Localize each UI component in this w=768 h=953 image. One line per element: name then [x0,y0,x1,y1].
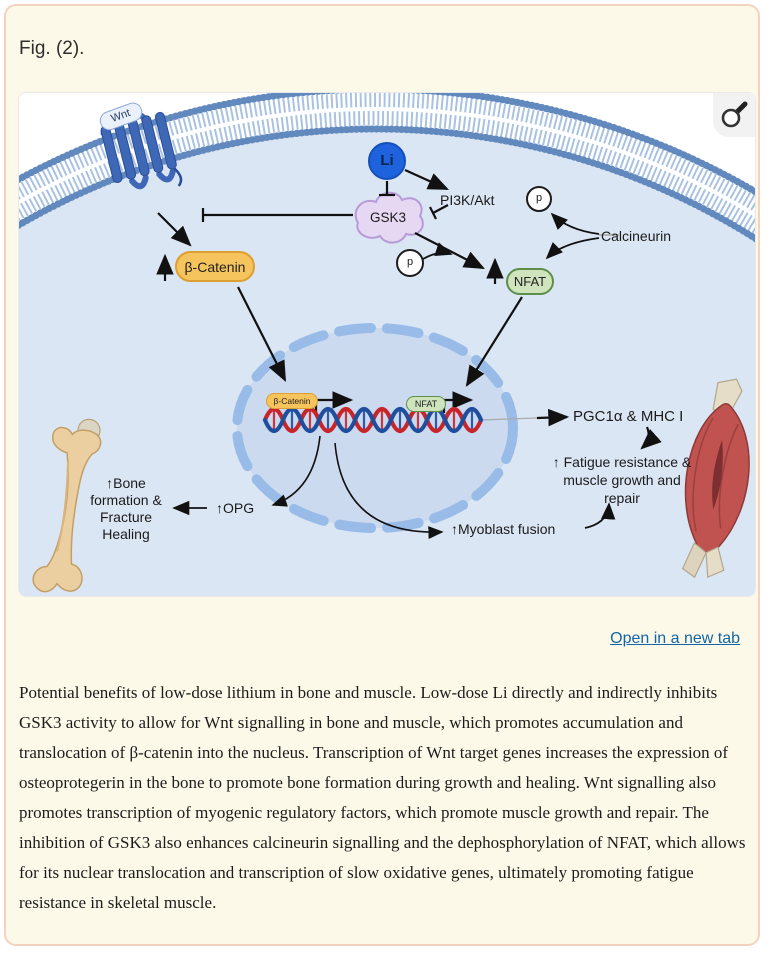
figure-label: Fig. (2). [19,38,85,59]
nfat-gene-node: NFAT [406,396,446,412]
muscle-illustration [681,378,750,579]
bone-line-4: Healing [102,526,150,542]
pi3k-akt-label: PI3K/Akt [440,192,495,208]
calcineurin-label: Calcineurin [601,228,672,244]
open-in-new-tab-link[interactable]: Open in a new tab [610,630,740,647]
pgc1-mhc-label: PGC1α & MHC I [573,408,684,425]
bone-line-3: Fracture [99,509,153,525]
beta-catenin-gene-node: β-Catenin [266,393,318,409]
article-card: Fig. (2). [4,4,760,946]
figure-caption: Potential benefits of low-dose lithium i… [19,683,746,912]
pathway-diagram-art [19,93,755,596]
opg-label: ↑OPG [216,500,255,516]
myoblast-fusion-label: ↑Myoblast fusion [451,521,556,537]
phosphate-top-label: p [535,192,543,204]
fatigue-line-3: repair [604,490,640,506]
bone-line-2: formation & [90,492,162,508]
phosphate-bottom [396,249,424,277]
nfat-node: NFAT [506,268,554,295]
fatigue-line-1: ↑ Fatigue resistance & [552,454,692,470]
beta-catenin-node: β-Catenin [175,251,255,282]
phosphate-bottom-label: p [406,256,414,268]
pathway-arrows [156,168,662,539]
gsk3-label: GSK3 [369,210,407,225]
bone-formation-label: ↑Bone formation & Fracture Healing [75,475,177,543]
magnifier-icon [721,101,748,128]
dna-helix [262,406,484,434]
bone-illustration [32,418,102,593]
lithium-label: Li [380,152,394,169]
li-node [368,142,406,180]
figure-panel[interactable]: Wnt Li GSK3 PI3K/Akt p p Calcineurin β-C… [18,92,756,597]
fatigue-resistance-label: ↑ Fatigue resistance & muscle growth and… [527,453,717,507]
figure-zoom-button[interactable] [713,93,755,137]
cell-membrane [19,93,755,243]
phosphate-top [526,186,552,212]
bone-line-1: ↑Bone [106,475,146,491]
fatigue-line-2: muscle growth and [563,472,681,488]
gsk3-cloud [354,191,424,244]
